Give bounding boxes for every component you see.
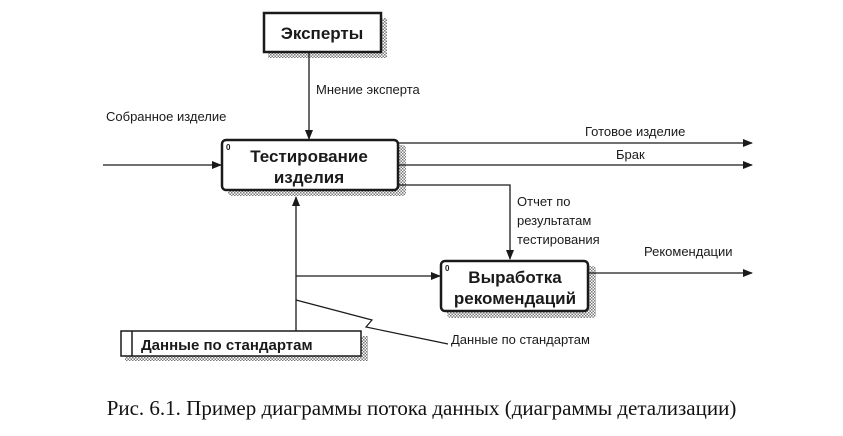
testing-label-line1: Тестирование bbox=[250, 147, 368, 166]
standards-store-label: Данные по стандартам bbox=[141, 337, 313, 354]
report-label-line3: тестирования bbox=[517, 232, 600, 247]
expert-opinion-label: Мнение эксперта bbox=[316, 82, 421, 97]
recommend-label-line2: рекомендаций bbox=[454, 289, 576, 308]
recommend-label-line1: Выработка bbox=[468, 268, 562, 287]
defect-label: Брак bbox=[616, 147, 645, 162]
svg-text:0: 0 bbox=[226, 143, 231, 152]
report-label-line2: результатам bbox=[517, 213, 591, 228]
standards-data-label: Данные по стандартам bbox=[451, 332, 590, 347]
finished-product-label: Готовое изделие bbox=[585, 124, 685, 139]
assembled-product-label: Собранное изделие bbox=[106, 109, 226, 124]
recommendations-label: Рекомендации bbox=[644, 244, 733, 259]
testing-process: 0 Тестирование изделия bbox=[220, 138, 406, 196]
testing-label-line2: изделия bbox=[274, 168, 344, 187]
standards-store: Данные по стандартам bbox=[120, 330, 368, 361]
assembled-product-flow: Собранное изделие bbox=[103, 109, 226, 169]
figure-caption: Рис. 6.1. Пример диаграммы потока данных… bbox=[106, 396, 737, 420]
recommend-process: 0 Выработка рекомендаций bbox=[439, 259, 596, 318]
experts-entity: Эксперты bbox=[262, 11, 387, 58]
finished-product-flow: Готовое изделие bbox=[398, 124, 753, 147]
standards-data-callout: Данные по стандартам bbox=[295, 299, 590, 347]
defect-flow: Брак bbox=[398, 147, 753, 169]
report-flow: Отчет по результатам тестирования bbox=[398, 184, 600, 260]
report-label-line1: Отчет по bbox=[517, 194, 570, 209]
experts-label: Эксперты bbox=[281, 24, 364, 43]
recommendations-flow: Рекомендации bbox=[588, 244, 753, 277]
expert-opinion-flow: Мнение эксперта bbox=[305, 52, 421, 140]
svg-text:0: 0 bbox=[445, 264, 450, 273]
